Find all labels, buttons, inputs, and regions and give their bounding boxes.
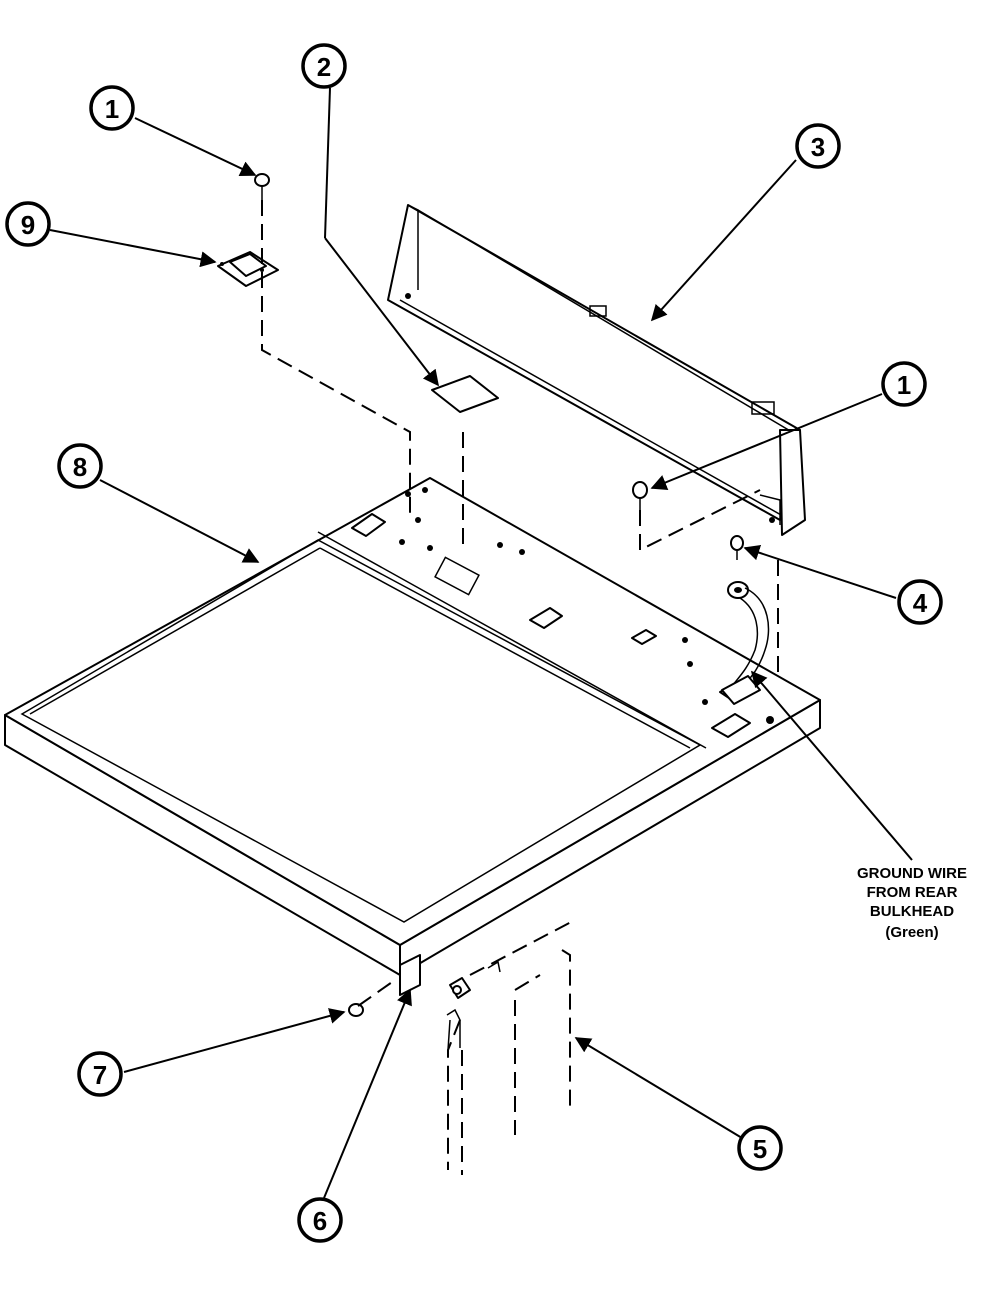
callout-7: 7 <box>77 1051 123 1097</box>
note-line-2: FROM REAR <box>867 884 958 901</box>
callout-label: 8 <box>73 452 87 482</box>
leader-lines <box>49 87 913 1199</box>
note-line-4: (Green) <box>885 924 938 941</box>
callout-label: 1 <box>105 94 119 124</box>
callout-label: 4 <box>913 588 928 618</box>
screw-front <box>348 1003 364 1017</box>
callout-1-right: 1 <box>881 361 927 407</box>
callout-label: 9 <box>21 210 35 240</box>
callout-6: 6 <box>297 1197 343 1243</box>
callout-3: 3 <box>795 123 841 169</box>
callout-2: 2 <box>301 43 347 89</box>
ground-wire-note: GROUND WIRE FROM REAR BULKHEAD (Green) <box>857 865 967 941</box>
note-line-1: GROUND WIRE <box>857 865 967 882</box>
alignment-lines <box>261 200 779 1175</box>
callout-4: 4 <box>897 579 943 625</box>
screw-right <box>632 481 648 510</box>
callout-8: 8 <box>57 443 103 489</box>
callout-label: 3 <box>811 132 825 162</box>
callout-label: 6 <box>313 1206 327 1236</box>
callout-label: 1 <box>897 370 911 400</box>
callout-9: 9 <box>5 201 51 247</box>
side-panel-brackets <box>446 960 501 1051</box>
note-line-3: BULKHEAD <box>870 903 954 920</box>
label-plate <box>431 375 499 413</box>
hinge <box>217 251 279 287</box>
console-bracket <box>387 204 806 536</box>
callout-label: 7 <box>93 1060 107 1090</box>
top-panel <box>4 477 821 996</box>
ground-wire <box>721 587 770 705</box>
callout-label: 2 <box>317 52 331 82</box>
callout-label: 5 <box>753 1134 767 1164</box>
screw-top-left <box>254 173 270 200</box>
callout-1-top: 1 <box>89 85 135 131</box>
ground-screw <box>727 535 749 599</box>
callout-5: 5 <box>737 1125 783 1171</box>
